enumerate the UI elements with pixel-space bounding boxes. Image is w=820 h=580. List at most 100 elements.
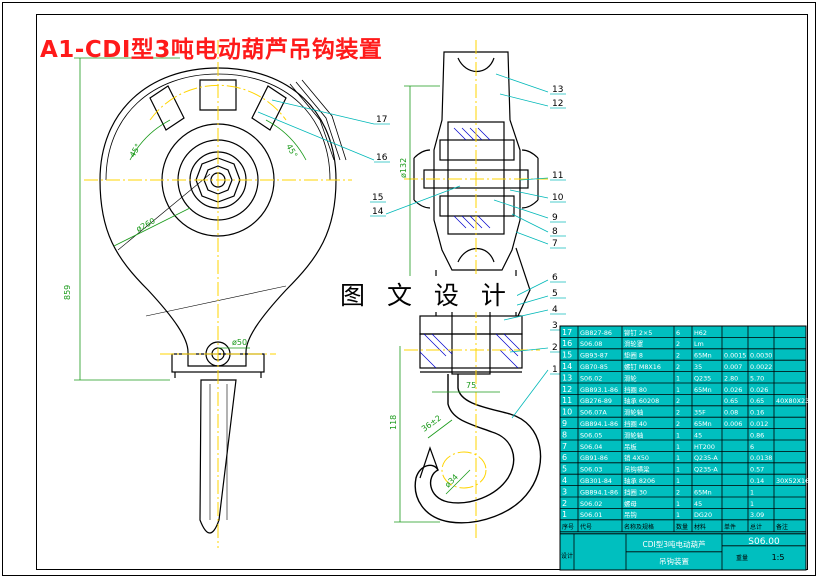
bom-cell-w2: 6	[750, 443, 754, 451]
part-label-10: 10	[552, 193, 564, 203]
bom-cell-code: GB276-89	[580, 397, 612, 405]
sheave-groove-top	[457, 57, 495, 73]
rim-plate	[289, 83, 335, 161]
part-label-15: 15	[372, 193, 383, 203]
bom-cell-name: 滑轮轴	[624, 408, 643, 417]
bom-cell-no: 10	[562, 408, 572, 417]
bom-cell-w2: 0.012	[750, 420, 768, 428]
bom-header-cell: 单件	[724, 523, 736, 531]
part-label-2: 2	[552, 343, 558, 353]
sheet-inner-border	[36, 14, 808, 570]
bom-cell-no: 8	[562, 430, 567, 439]
part-label-12: 12	[552, 99, 563, 109]
bom-cell-w2: 1	[750, 488, 754, 496]
bom-cell-no: 4	[562, 476, 567, 485]
bom-cell-note: 30X52X16	[776, 477, 809, 485]
title-block-scale: 1:5	[772, 553, 785, 562]
bom-cell-code: S06.03	[580, 466, 602, 474]
bom-cell-mat: 35F	[694, 409, 706, 417]
part-label-8: 8	[552, 227, 558, 237]
bom-cell-name: 螺母	[624, 499, 637, 508]
part-label-11: 11	[552, 171, 563, 181]
bom-cell-mat: 65Mn	[694, 386, 712, 394]
bom-cell-qty: 2	[676, 340, 680, 348]
bom-cell-qty: 2	[676, 363, 680, 371]
drawing-title: A1-CDI型3吨电动葫芦吊钩装置	[40, 37, 383, 63]
bom-cell-name: 滑轮罩	[624, 339, 644, 348]
bom-header-cell: 序号	[562, 523, 574, 531]
bearing-bottom	[439, 195, 515, 217]
bom-cell-name: 吊钩	[624, 510, 637, 519]
bom-header-cell: 代号	[580, 523, 592, 531]
bom-cell-name: 销 4X50	[624, 453, 649, 462]
hook-shank	[199, 379, 237, 534]
bom-cell-w2: 0.026	[750, 386, 768, 394]
bom-cell-qty: 1	[676, 466, 680, 474]
bearing-top	[439, 139, 515, 161]
bom-cell-mat: H62	[694, 329, 707, 337]
bom-cell-w2: 1	[750, 500, 754, 508]
bom-cell-qty: 2	[676, 488, 680, 496]
drawing-number: S06.00	[748, 537, 780, 547]
bom-cell-note: 40X80X23	[776, 397, 809, 405]
bom-cell-name: 挡圈 40	[624, 419, 647, 428]
dim-hook-b: ø34	[443, 472, 460, 489]
bom-cell-w2: 0.57	[750, 466, 764, 474]
bom-cell-mat: Q235-A	[694, 466, 718, 474]
bom-cell-code: GB827-86	[580, 329, 612, 337]
bom-cell-no: 12	[562, 385, 572, 394]
bom-cell-name: 挡圈 30	[624, 487, 647, 496]
bom-cell-no: 7	[562, 442, 567, 451]
bom-cell-no: 15	[562, 351, 572, 360]
hook-tip	[419, 446, 439, 479]
bom-cell-w1: 0.0015	[724, 352, 746, 360]
bom-cell-mat: Q235-A	[694, 454, 718, 462]
body-outline	[99, 67, 337, 367]
front-centerlines	[84, 40, 352, 548]
title-block-name-2: 吊钩装置	[659, 556, 689, 566]
bom-cell-mat: DG20	[694, 511, 712, 519]
body-line	[145, 285, 287, 317]
dim-hook-a: 36±2	[420, 413, 443, 433]
bom-cell-code: GB70-85	[580, 363, 608, 371]
dim-angle-right: 45°	[284, 143, 299, 160]
bom-cell-name: 轴承 60208	[624, 396, 659, 405]
part-label-5: 5	[552, 289, 558, 299]
bom-cell-qty: 1	[676, 500, 680, 508]
leader-lines	[257, 73, 549, 419]
guard-top	[199, 79, 237, 111]
bom-cell-w2: 3.09	[750, 511, 764, 519]
guard-right	[251, 85, 287, 131]
bom-cell-name: 吊板	[624, 442, 637, 451]
bom-cell-w2: 5.70	[750, 374, 764, 382]
bom-cell-w2: 0.65	[750, 397, 764, 405]
front-view	[99, 67, 347, 534]
bom-cell-w2: 0.0138	[750, 454, 772, 462]
bom-cell-name: 滑轮轴	[624, 430, 643, 439]
bom-cell-no: 2	[562, 499, 567, 508]
title-block-name-1: CDI型3吨电动葫芦	[643, 539, 706, 549]
sheave-groove-bottom	[457, 247, 495, 263]
bom-cell-code: S06.07A	[580, 409, 607, 417]
part-label-4: 4	[552, 305, 558, 315]
bom-cell-qty: 1	[676, 454, 680, 462]
bom-cell-qty: 2	[676, 352, 680, 360]
dim-height-total: 859	[63, 285, 72, 300]
bom-cell-w2: 0.0030	[750, 352, 772, 360]
part-label-9: 9	[552, 213, 558, 223]
bom-cell-code: S06.01	[580, 511, 602, 519]
bom-header-cell: 总计	[750, 523, 762, 531]
bom-cell-no: 3	[562, 487, 567, 496]
guard-left	[149, 85, 185, 131]
bom-cell-mat: 45	[694, 500, 702, 508]
bom-cell-qty: 1	[676, 431, 680, 439]
bom-cell-w2: 0.14	[750, 477, 764, 485]
bom-cell-w1: 0.007	[724, 363, 742, 371]
bom-cell-code: GB894.1-86	[580, 420, 618, 428]
part-label-7: 7	[552, 239, 558, 249]
bom-cell-mat: 65Mn	[694, 420, 712, 428]
bom-cell-qty: 1	[676, 511, 680, 519]
